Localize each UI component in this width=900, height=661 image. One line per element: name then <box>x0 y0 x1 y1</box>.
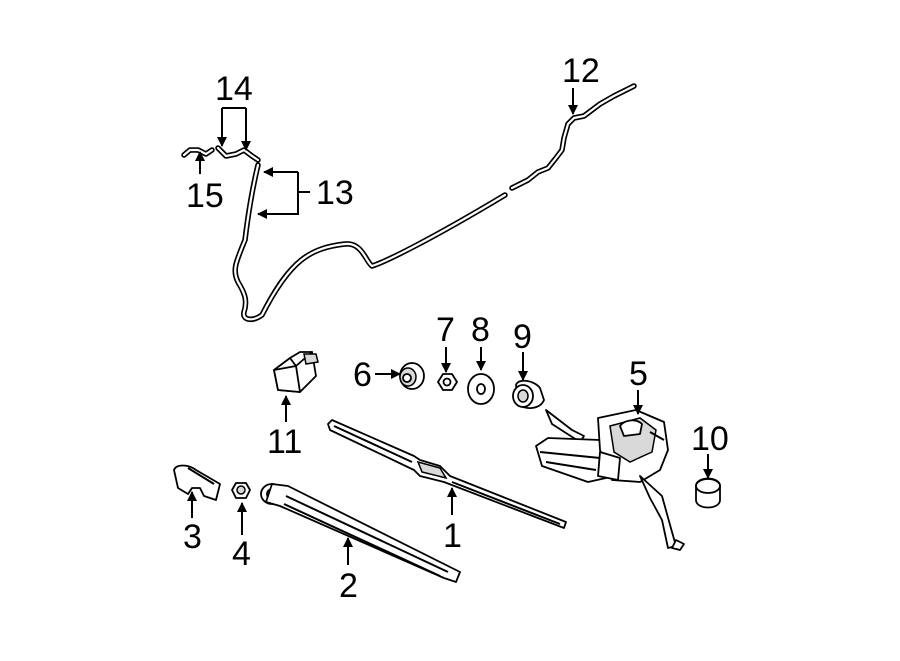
callout-9: 9 <box>513 318 532 356</box>
part-7-nut <box>437 373 458 391</box>
part-3-cap <box>173 464 221 501</box>
callout-6: 6 <box>353 356 372 394</box>
callout-2: 2 <box>339 567 358 605</box>
part-6-grommet <box>399 362 425 390</box>
callout-3: 3 <box>183 518 202 556</box>
callout-7: 7 <box>436 311 455 349</box>
callout-8: 8 <box>471 311 490 349</box>
leader-lines <box>187 88 713 565</box>
callout-15: 15 <box>186 177 224 215</box>
part-4-nut <box>231 482 251 499</box>
washer-hose <box>232 83 637 322</box>
callout-12: 12 <box>562 52 600 90</box>
callout-labels: 1 2 3 4 5 6 7 8 9 10 11 12 13 14 15 <box>183 52 729 605</box>
hose-connectors <box>181 145 261 163</box>
part-1-wiper-blade <box>327 419 567 529</box>
part-9-bushing <box>512 379 545 409</box>
callout-4: 4 <box>232 535 251 573</box>
part-10-grommet <box>695 477 721 509</box>
part-5-wiper-motor <box>535 409 685 551</box>
callout-13: 13 <box>316 174 354 212</box>
part-8-washer <box>467 373 495 405</box>
callout-1: 1 <box>443 517 462 555</box>
part-2-wiper-arm <box>260 483 461 583</box>
callout-11: 11 <box>267 423 302 461</box>
callout-14: 14 <box>215 70 253 108</box>
callout-5: 5 <box>629 355 648 393</box>
callout-10: 10 <box>691 420 729 458</box>
part-11-block <box>273 351 319 393</box>
